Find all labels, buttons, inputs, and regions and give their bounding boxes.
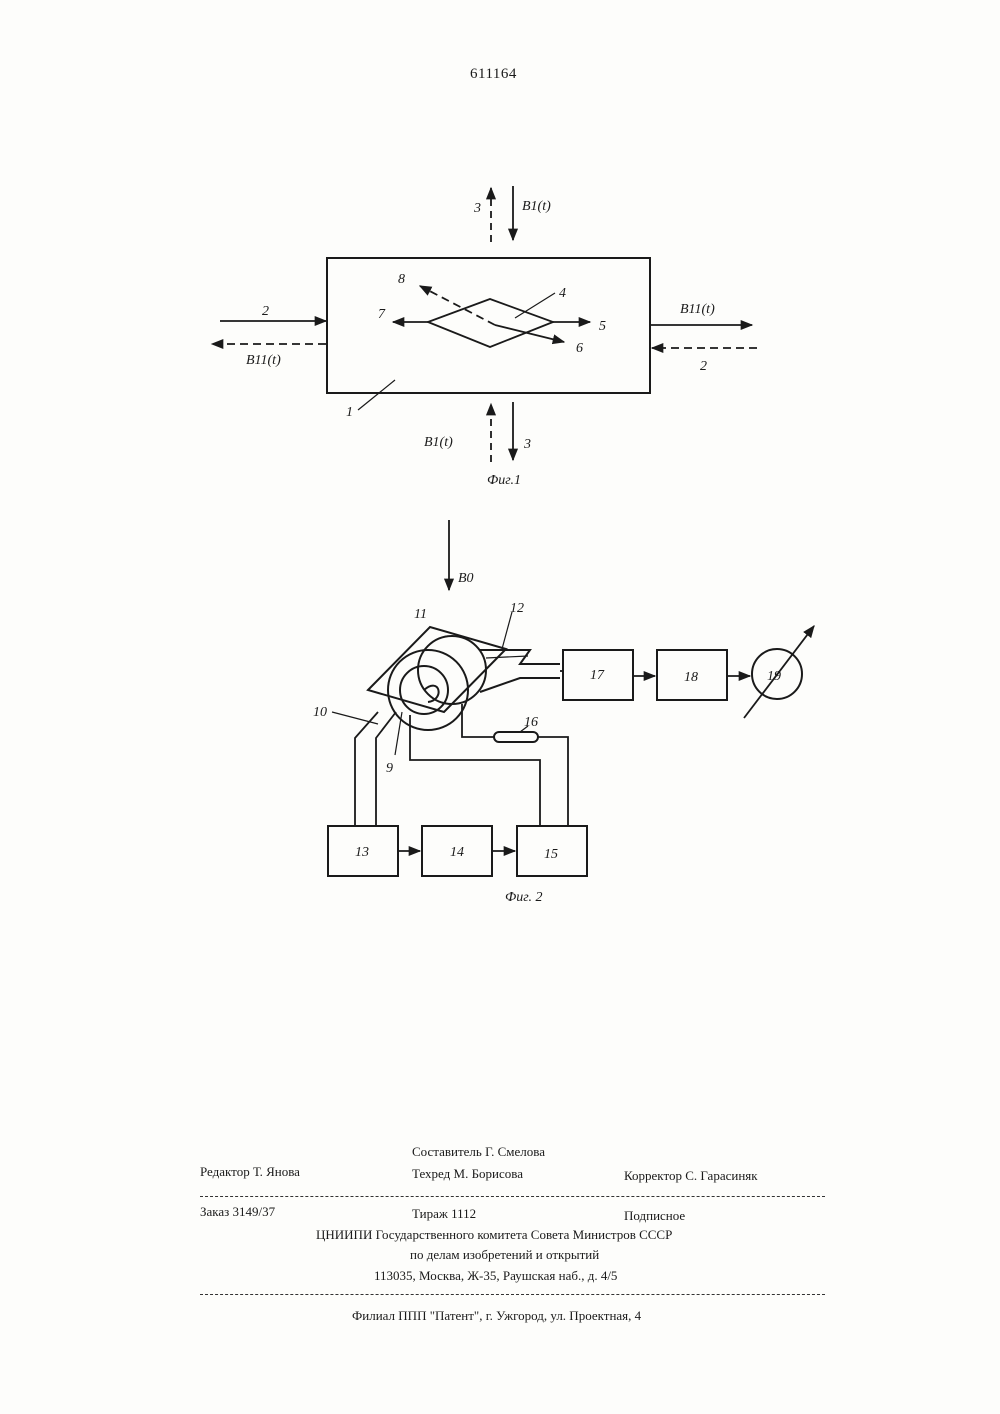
imprint-circulation: Тираж 1112	[412, 1206, 476, 1222]
label-b11-left: B11(t)	[246, 353, 281, 368]
arrow-8	[420, 286, 495, 325]
leader-10	[332, 712, 378, 724]
leader-1	[358, 380, 395, 410]
label-19: 19	[767, 669, 781, 684]
label-3-top: 3	[473, 201, 481, 216]
label-b11-right: B11(t)	[680, 302, 715, 317]
label-3-bottom: 3	[523, 437, 531, 452]
figure-1-caption: Фиг.1	[487, 473, 521, 488]
figure-2: B0	[313, 520, 814, 905]
lead-10-a	[355, 712, 378, 826]
label-10: 10	[313, 705, 327, 720]
imprint-compiler: Составитель Г. Смелова	[412, 1144, 545, 1160]
label-12: 12	[510, 601, 524, 616]
imprint-address: 113035, Москва, Ж-35, Раушская наб., д. …	[374, 1268, 617, 1284]
leader-4	[515, 293, 555, 318]
label-b0: B0	[458, 571, 474, 586]
label-1: 1	[346, 405, 353, 420]
imprint-techred: Техред М. Борисова	[412, 1166, 523, 1182]
patent-figures: 3 B1(t) 8 4 7 5 6 2 B11(t) B11(t) 2 1 B1…	[0, 0, 1000, 1100]
figure-1: 3 B1(t) 8 4 7 5 6 2 B11(t) B11(t) 2 1 B1…	[212, 186, 757, 488]
label-15: 15	[544, 847, 558, 862]
figure-2-caption: Фиг. 2	[505, 890, 543, 905]
label-14: 14	[450, 845, 464, 860]
imprint-rule-bottom	[200, 1294, 825, 1295]
label-18: 18	[684, 670, 698, 685]
label-2-left: 2	[262, 304, 269, 319]
imprint-corrector: Корректор С. Гарасиняк	[624, 1168, 758, 1184]
label-4: 4	[559, 286, 566, 301]
label-5: 5	[599, 319, 606, 334]
imprint-subscription: Подписное	[624, 1208, 685, 1224]
label-11: 11	[414, 607, 427, 622]
imprint-rule-top	[200, 1196, 825, 1197]
imprint-editor: Редактор Т. Янова	[200, 1164, 300, 1180]
arrow-6	[495, 325, 564, 342]
label-16: 16	[524, 715, 538, 730]
imprint-organization: ЦНИИПИ Государственного комитета Совета …	[316, 1227, 672, 1243]
label-b1-top: B1(t)	[522, 199, 551, 214]
leader-12	[502, 612, 512, 649]
imprint-branch: Филиал ППП "Патент", г. Ужгород, ул. Про…	[352, 1308, 641, 1324]
label-6: 6	[576, 341, 583, 356]
label-13: 13	[355, 845, 369, 860]
label-17: 17	[590, 668, 605, 683]
label-b1-bottom: B1(t)	[424, 435, 453, 450]
imprint-order: Заказ 3149/37	[200, 1204, 275, 1220]
resistor-16	[494, 732, 538, 742]
label-9: 9	[386, 761, 393, 776]
label-2-right: 2	[700, 359, 707, 374]
coil-11-outer	[418, 636, 486, 704]
lead-11	[462, 704, 568, 826]
label-8: 8	[398, 272, 405, 287]
label-7: 7	[378, 307, 386, 322]
imprint-department: по делам изобретений и открытий	[410, 1247, 599, 1263]
